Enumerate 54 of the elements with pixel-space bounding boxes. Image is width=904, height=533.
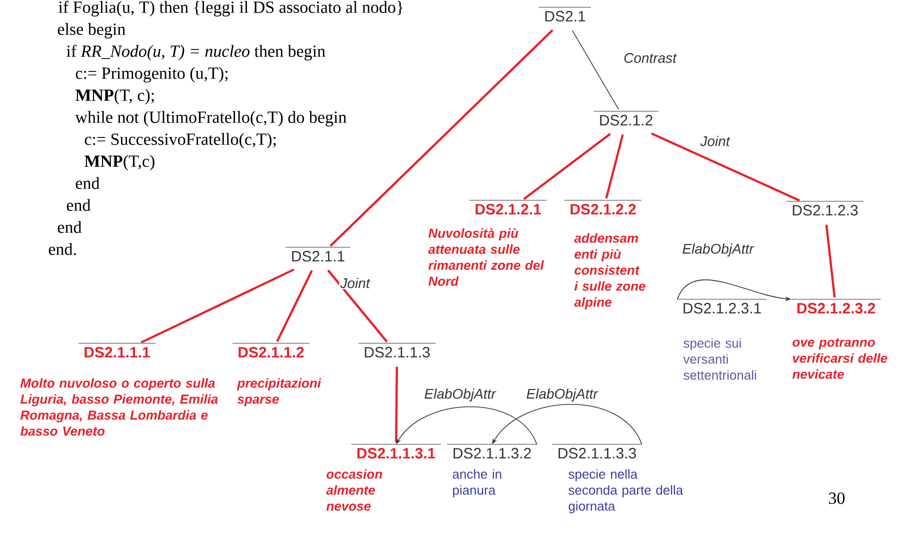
tree-line [140,268,294,344]
tree-line [327,270,388,342]
tree-node: DS2.1.1.3.2 [446,444,538,459]
tree-node: DS2.1.2 [593,110,659,126]
edge-label: Joint [700,136,730,146]
tree-line [276,270,313,342]
code-line: MNP(T, c); [76,89,154,104]
description-text: anche in pianura [452,469,502,498]
description-text: specie sui versanti settentrionali [683,338,756,380]
tree-node: DS2.1.2.3 [786,200,864,216]
edge-label: ElabObjAttr [526,388,598,402]
code-line: if Foglia(u, T) then {leggi il DS associato al nodo} [58,0,403,16]
description-text: specie nella seconda parte della giornata [568,469,684,514]
tree-node: DS2.1.1.3.3 [552,444,642,459]
description-text: precipitazioni sparse [236,378,322,406]
tree-node: DS2.1.1.3.1 [350,444,442,459]
tree-node: DS2.1.2.3.2 [790,298,882,314]
code-line: end [58,221,82,233]
code-line: c:= SuccessivoFratello(c,T); [84,133,276,148]
tree-line [395,366,398,442]
edge-label: Contrast [624,53,677,63]
tree-node: DS2.1.2.1 [469,200,548,215]
tree-node: DS2.1.2.3.1 [676,298,768,314]
tree-line [651,132,800,202]
edge-label: Joint [340,278,370,288]
description-text: ove potranno verificarsi delle nevicate [792,338,888,379]
tree-node: DS2.1.1.3 [358,342,436,358]
description-text: Nuvolosità più attenuata sulle rimanenti zone del Nord [428,228,544,286]
tree-node: DS2.1.1.1 [78,342,156,358]
tree-line [523,133,611,200]
code-line: end [76,177,100,189]
tree-line [330,29,554,247]
edge-label: ElabObjAttr [424,388,496,402]
code-line: MNP(T,c) [84,155,154,170]
code-line: end. [48,243,76,256]
tree-node: DS2.1.2.2 [564,200,642,215]
tree-line [605,134,624,199]
code-line: else begin [58,23,126,38]
description-text: Molto nuvoloso o coperto sulla Liguria, basso Piemonte, Emilia Romagna, Bassa Lombardia e basso Veneto [20,378,218,436]
description-text: occasion almente nevose [326,469,382,511]
code-line: end [66,199,91,211]
tree-node: DS2.1.1.2 [232,342,310,358]
code-line: if RR_Nodo(u, T) = nucleo then begin [66,44,326,60]
description-text: addensam enti più consistent i sulle zone alpine [574,233,646,310]
arrow [396,406,538,445]
tree-node: DS2.1 [538,6,592,22]
code-line: while not (UltimoFratello(c,T) do begin [75,111,346,126]
tree-node: DS2.1.1 [285,246,351,262]
tree-line [572,30,620,110]
arrow [492,404,642,445]
page-number: 30 [829,492,845,504]
edge-label: ElabObjAttr [682,243,754,257]
code-line: c:= Primogenito (u,T); [76,67,228,82]
tree-line [825,224,836,298]
